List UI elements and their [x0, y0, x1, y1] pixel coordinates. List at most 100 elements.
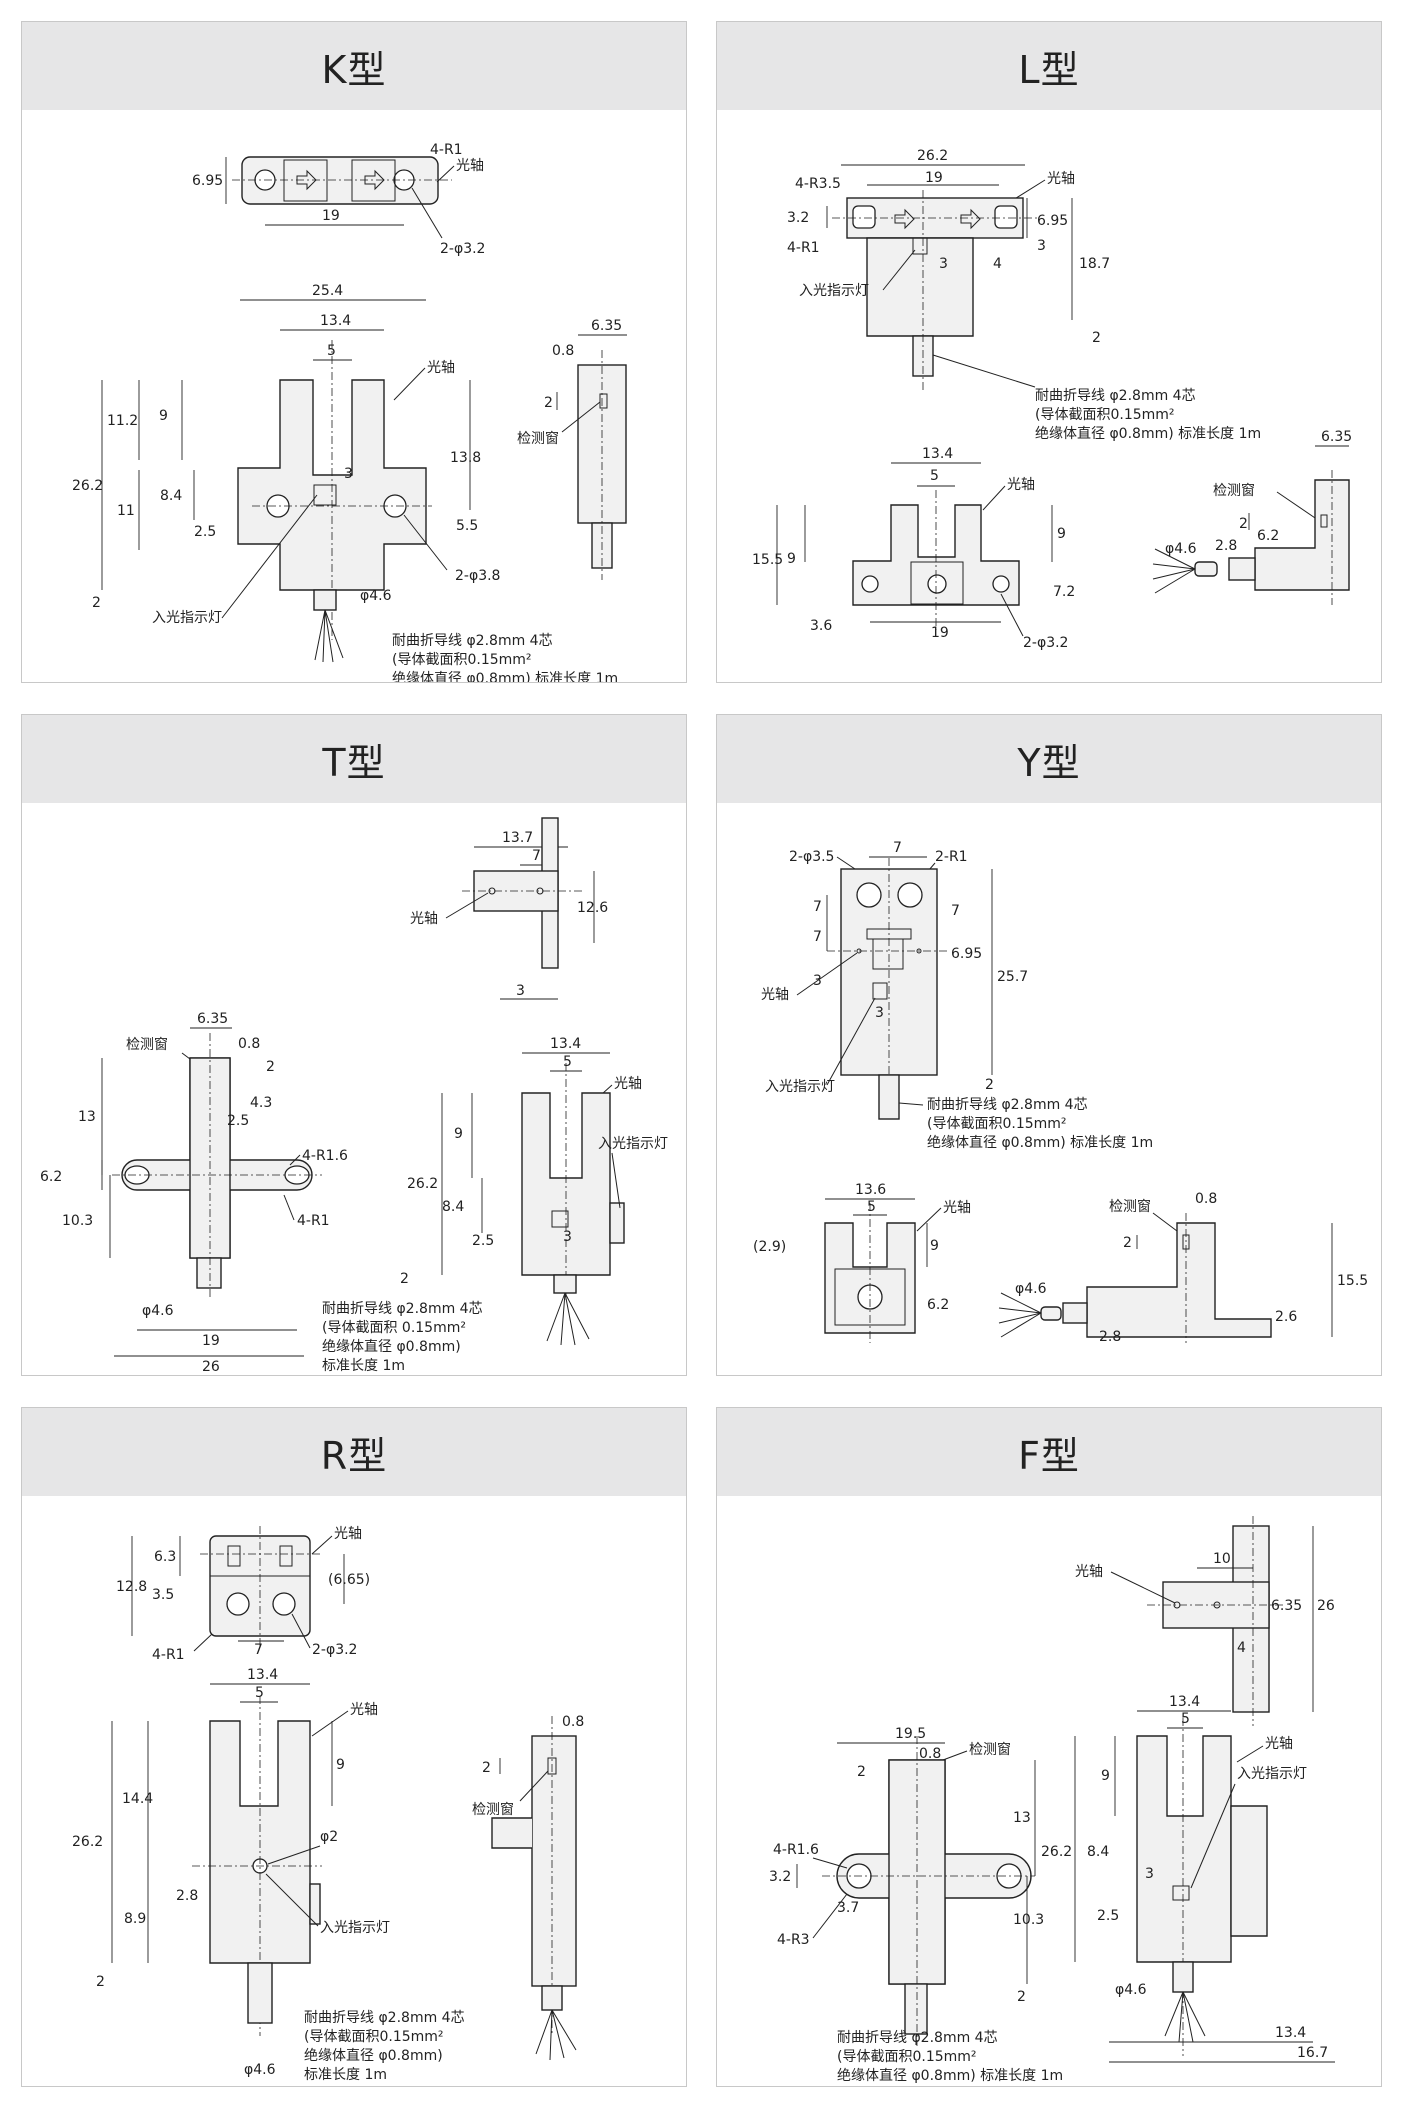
- y-cable2: (导体截面积0.15mm²: [927, 1116, 1067, 1132]
- y-d62: 6.2: [927, 1297, 949, 1313]
- t-d84: 8.4: [442, 1199, 464, 1215]
- y-d08: 0.8: [1195, 1191, 1217, 1207]
- r-phi2: φ2: [320, 1829, 338, 1845]
- panel-k-title: K型: [321, 47, 387, 92]
- f-r16: 4-R1.6: [773, 1842, 819, 1858]
- f-d26: 26: [1317, 1598, 1335, 1614]
- r-axis2: 光轴: [350, 1702, 378, 1718]
- k-axis1: 光轴: [456, 158, 484, 174]
- r-d144: 14.4: [122, 1791, 153, 1807]
- t-d9: 9: [454, 1126, 463, 1142]
- panel-l-header: L型: [717, 22, 1381, 110]
- r-d665: (6.65): [328, 1572, 370, 1588]
- t-d137: 13.7: [502, 830, 533, 846]
- l-d5: 5: [930, 468, 939, 484]
- t-d43: 4.3: [250, 1095, 272, 1111]
- k-d11: 11: [117, 503, 135, 519]
- panel-r-title: R型: [320, 1433, 388, 1478]
- y-d7c: 7: [813, 899, 822, 915]
- k-phi46: φ4.6: [360, 588, 392, 604]
- y-d29: (2.9): [753, 1239, 786, 1255]
- y-led: 入光指示灯: [765, 1079, 835, 1095]
- y-diagram: 2-φ3.5 7 2-R1 7 7 7 6.95 25.7 光轴 3: [753, 840, 1368, 1345]
- y-d3b: 3: [875, 1005, 884, 1021]
- panel-f: F型 光轴 10 6.35 26 4 19.5 0.8 检测窗: [716, 1407, 1382, 2087]
- t-d2: 2: [266, 1059, 275, 1075]
- k-d695: 6.95: [192, 173, 223, 189]
- k-led: 入光指示灯: [152, 610, 222, 626]
- t-cable1: 耐曲折导线 φ2.8mm 4芯: [322, 1301, 483, 1317]
- l-cable3: 绝缘体直径 φ0.8mm) 标准长度 1m: [1035, 425, 1261, 442]
- l-d3b: 3: [939, 256, 948, 272]
- t-d134: 13.4: [550, 1036, 581, 1052]
- l-d19: 19: [925, 170, 943, 186]
- r-d262: 26.2: [72, 1834, 103, 1850]
- y-d155: 15.5: [1337, 1273, 1368, 1289]
- panel-l-body: 26.2 4-R3.5 19 光轴 3.2 6.95 3 4-R1 18.7 3…: [717, 110, 1381, 682]
- y-d28: 2.8: [1099, 1329, 1121, 1345]
- k-d112: 11.2: [107, 413, 138, 429]
- l-d9b: 9: [1057, 526, 1066, 542]
- r-d28: 2.8: [176, 1888, 198, 1904]
- t-d2b: 2: [400, 1271, 409, 1287]
- k-d9: 9: [159, 408, 168, 424]
- y-cable1: 耐曲折导线 φ2.8mm 4芯: [927, 1097, 1088, 1113]
- k-d3: 3: [344, 466, 353, 482]
- t-d62: 6.2: [40, 1169, 62, 1185]
- r-r1: 4-R1: [152, 1647, 185, 1663]
- f-diagram: 光轴 10 6.35 26 4 19.5 0.8 检测窗 2 13: [769, 1516, 1335, 2084]
- y-d7b: 7: [813, 929, 822, 945]
- t-d19: 19: [202, 1333, 220, 1349]
- k-d254: 25.4: [312, 283, 343, 299]
- l-d187: 18.7: [1079, 256, 1110, 272]
- k-axis2: 光轴: [427, 360, 455, 376]
- r-d5: 5: [255, 1685, 264, 1701]
- t-d7: 7: [532, 848, 541, 864]
- y-d7: 7: [893, 840, 902, 856]
- r-d35: 3.5: [152, 1587, 174, 1603]
- k-d84: 8.4: [160, 488, 182, 504]
- f-d13: 13: [1013, 1810, 1031, 1826]
- panel-l: L型 26.2 4-R3.5 19 光轴 3.2 6.95 3 4-R1: [716, 21, 1382, 683]
- l-axis1: 光轴: [1047, 171, 1075, 187]
- k-d55: 5.5: [456, 518, 478, 534]
- f-window: 检测窗: [969, 1741, 1011, 1758]
- f-d167: 16.7: [1297, 2045, 1328, 2061]
- l-d695: 6.95: [1037, 213, 1068, 229]
- t-d25b: 2.5: [472, 1233, 494, 1249]
- t-window: 检测窗: [126, 1036, 168, 1053]
- r-d2b: 2: [482, 1760, 491, 1776]
- l-d2: 2: [1092, 330, 1101, 346]
- k-diagram: 6.95 19 4-R1 光轴 2-φ3.2 25.4 13.4 5 光轴: [72, 142, 627, 682]
- l-cable1: 耐曲折导线 φ2.8mm 4芯: [1035, 388, 1196, 404]
- k-d2b: 2: [544, 395, 553, 411]
- t-d3b: 3: [563, 1229, 572, 1245]
- f-d3: 3: [1145, 1866, 1154, 1882]
- k-d2: 2: [92, 595, 101, 611]
- f-phi46: φ4.6: [1115, 1982, 1147, 1998]
- k-cable3: 绝缘体直径 φ0.8mm) 标准长度 1m: [392, 670, 618, 682]
- panel-f-header: F型: [717, 1408, 1381, 1496]
- panel-k-body: 6.95 19 4-R1 光轴 2-φ3.2 25.4 13.4 5 光轴: [22, 110, 686, 682]
- f-d635: 6.35: [1271, 1598, 1302, 1614]
- l-d9: 9: [787, 551, 796, 567]
- k-d08: 0.8: [552, 343, 574, 359]
- f-d103: 10.3: [1013, 1912, 1044, 1928]
- y-d2: 2: [985, 1077, 994, 1093]
- l-d4: 4: [993, 256, 1002, 272]
- r-cable1: 耐曲折导线 φ2.8mm 4芯: [304, 2010, 465, 2026]
- l-cable2: (导体截面积0.15mm²: [1035, 407, 1175, 423]
- t-d26: 26: [202, 1359, 220, 1375]
- f-d37: 3.7: [837, 1900, 859, 1916]
- t-d25: 2.5: [227, 1113, 249, 1129]
- k-cable2: (导体截面积0.15mm²: [392, 652, 532, 668]
- k-d138: 13.8: [450, 450, 481, 466]
- f-d134b: 13.4: [1275, 2025, 1306, 2041]
- l-r35: 4-R3.5: [795, 176, 841, 192]
- l-phi32: 2-φ3.2: [1023, 635, 1068, 651]
- t-axis1: 光轴: [410, 911, 438, 927]
- panel-y-header: Y型: [717, 715, 1381, 803]
- f-d2: 2: [857, 1764, 866, 1780]
- r-d134: 13.4: [247, 1667, 278, 1683]
- t-axis2: 光轴: [614, 1076, 642, 1092]
